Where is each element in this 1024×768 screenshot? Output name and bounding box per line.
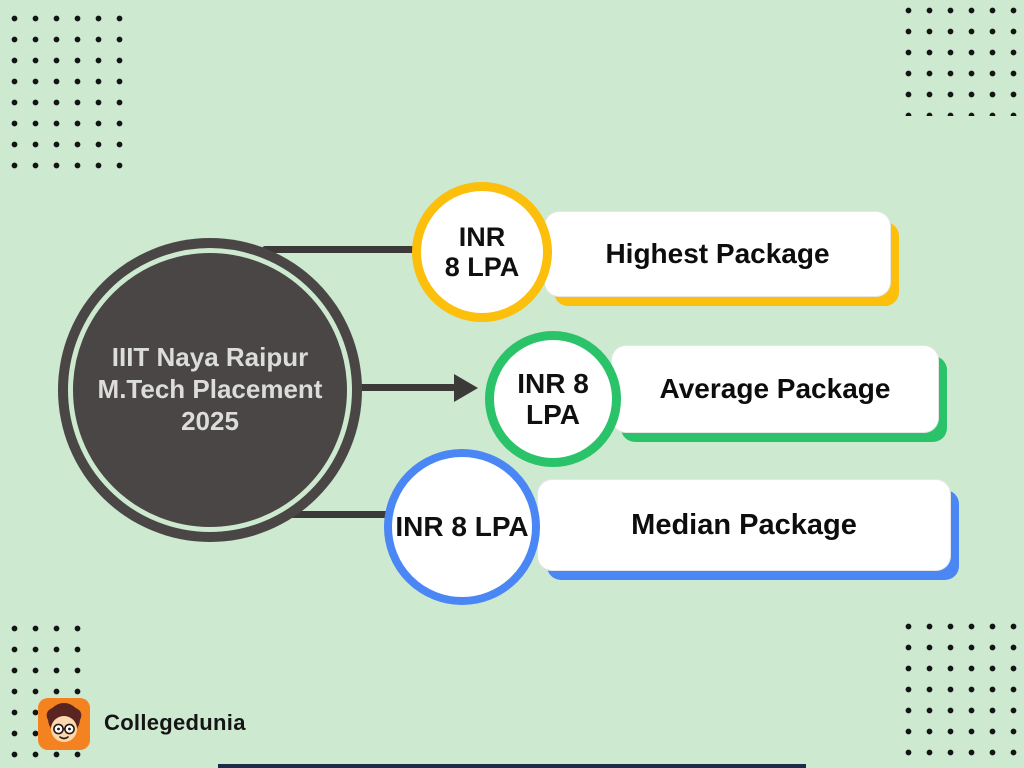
main-title-line-1: IIIT Naya Raipur	[111, 342, 309, 373]
connector-line-average	[350, 384, 456, 391]
label-text-average: Average Package	[659, 373, 891, 404]
collegedunia-logo	[38, 698, 90, 750]
value-circle-average: INR 8 LPA	[485, 331, 621, 467]
label-card-highest: Highest Package	[545, 212, 890, 296]
main-title-line-3: 2025	[181, 405, 239, 436]
label-card-median: Median Package	[538, 480, 950, 570]
label-text-median: Median Package	[631, 508, 857, 541]
dots-pattern-top-right	[898, 0, 1024, 116]
main-title: IIIT Naya Raipur M.Tech Placement 2025	[70, 342, 350, 437]
arrow-right-icon	[454, 374, 478, 402]
label-text-highest: Highest Package	[605, 238, 830, 269]
value-circle-median: INR 8 LPA	[384, 449, 540, 605]
dots-pattern-top-left	[4, 8, 126, 182]
main-title-line-2: M.Tech Placement	[97, 374, 323, 405]
label-card-average: Average Package	[612, 346, 938, 432]
main-topic-circle: IIIT Naya Raipur M.Tech Placement 2025	[58, 238, 362, 542]
value-text-highest: INR 8 LPA	[444, 221, 520, 282]
value-text-average: INR 8 LPA	[517, 367, 589, 430]
mascot-icon	[46, 703, 82, 742]
bottom-accent-bar	[218, 764, 806, 768]
value-text-median: INR 8 LPA	[395, 511, 529, 543]
dots-pattern-bottom-right	[898, 616, 1024, 764]
connector-line-median	[286, 511, 396, 518]
value-circle-highest: INR 8 LPA	[412, 182, 552, 322]
brand-name: Collegedunia	[104, 710, 246, 735]
connector-line-highest	[262, 246, 418, 253]
